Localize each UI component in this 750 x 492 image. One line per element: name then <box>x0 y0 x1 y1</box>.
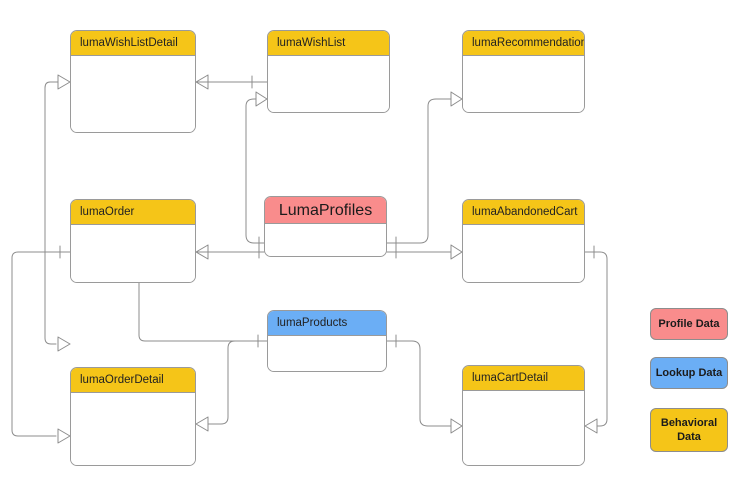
crowfoot-wishlistdetail-left <box>57 74 71 90</box>
crowfoot-abandonedcart-left <box>450 244 463 260</box>
entity-header-lumaWishListDetail: lumaWishListDetail <box>71 31 195 56</box>
entity-body-lumaOrderDetail <box>71 393 195 465</box>
crowfoot-cartdetail-right <box>584 418 598 434</box>
legend-item-profile-data[interactable]: Profile Data <box>650 308 728 340</box>
legend-item-behavioral-data[interactable]: Behavioral Data <box>650 408 728 452</box>
legend-label-behavioral-data: Behavioral Data <box>660 417 718 443</box>
legend-item-lookup-data[interactable]: Lookup Data <box>650 357 728 389</box>
legend-label-lookup-data: Lookup Data <box>655 367 723 379</box>
entity-header-lumaCartDetail: lumaCartDetail <box>463 366 584 391</box>
entity-body-lumaWishListDetail <box>71 56 195 132</box>
entity-header-lumaProducts: lumaProducts <box>268 311 386 336</box>
entity-body-lumaRecommendation <box>463 56 584 112</box>
entity-body-lumaAbandonedCart <box>463 225 584 282</box>
entity-lumaOrder[interactable]: lumaOrder <box>70 199 196 283</box>
entity-body-lumaOrder <box>71 225 195 282</box>
entity-header-lumaOrder: lumaOrder <box>71 200 195 225</box>
link-products-cartdetail <box>386 340 452 427</box>
entity-header-lumaRecommendation: lumaRecommendation <box>463 31 584 56</box>
entity-body-lumaCartDetail <box>463 391 584 465</box>
entity-lumaProducts[interactable]: lumaProducts <box>267 310 387 372</box>
crowfoot-order-right <box>195 244 209 260</box>
entity-lumaAbandonedCart[interactable]: lumaAbandonedCart <box>462 199 585 283</box>
crowfoot-wishlist-bottomleft <box>255 91 268 107</box>
entity-header-lumaWishList: lumaWishList <box>268 31 389 56</box>
link-orderdetail-up <box>207 340 259 425</box>
crowfoot-orderdetail-left-lower <box>57 428 71 444</box>
entity-body-lumaWishList <box>268 56 389 112</box>
link-order-leftrail <box>11 251 71 437</box>
crowfoot-orderdetail-right <box>195 416 209 432</box>
entity-header-lumaAbandonedCart: lumaAbandonedCart <box>463 200 584 225</box>
legend-label-profile-data: Profile Data <box>658 318 720 330</box>
crowfoot-cartdetail-left <box>450 418 463 434</box>
entity-LumaProfiles[interactable]: LumaProfiles <box>264 196 387 257</box>
link-abandonedcart-cartdetail <box>584 251 608 427</box>
entity-lumaWishList[interactable]: lumaWishList <box>267 30 390 113</box>
entity-lumaRecommendation[interactable]: lumaRecommendation <box>462 30 585 113</box>
crowfoot-wishlistdetail-right <box>195 74 209 90</box>
entity-header-LumaProfiles: LumaProfiles <box>265 197 386 224</box>
crowfoot-recommendation-left <box>450 91 463 107</box>
crowfoot-orderdetail-left <box>57 336 71 352</box>
link-profiles-wishlist <box>245 98 265 244</box>
entity-lumaOrderDetail[interactable]: lumaOrderDetail <box>70 367 196 466</box>
entity-lumaCartDetail[interactable]: lumaCartDetail <box>462 365 585 466</box>
entity-lumaWishListDetail[interactable]: lumaWishListDetail <box>70 30 196 133</box>
link-wishlistdetail-orderdetail <box>44 81 59 345</box>
entity-body-lumaProducts <box>268 336 386 371</box>
entity-body-LumaProfiles <box>265 224 386 256</box>
link-profiles-recommendation <box>386 98 452 244</box>
entity-header-lumaOrderDetail: lumaOrderDetail <box>71 368 195 393</box>
